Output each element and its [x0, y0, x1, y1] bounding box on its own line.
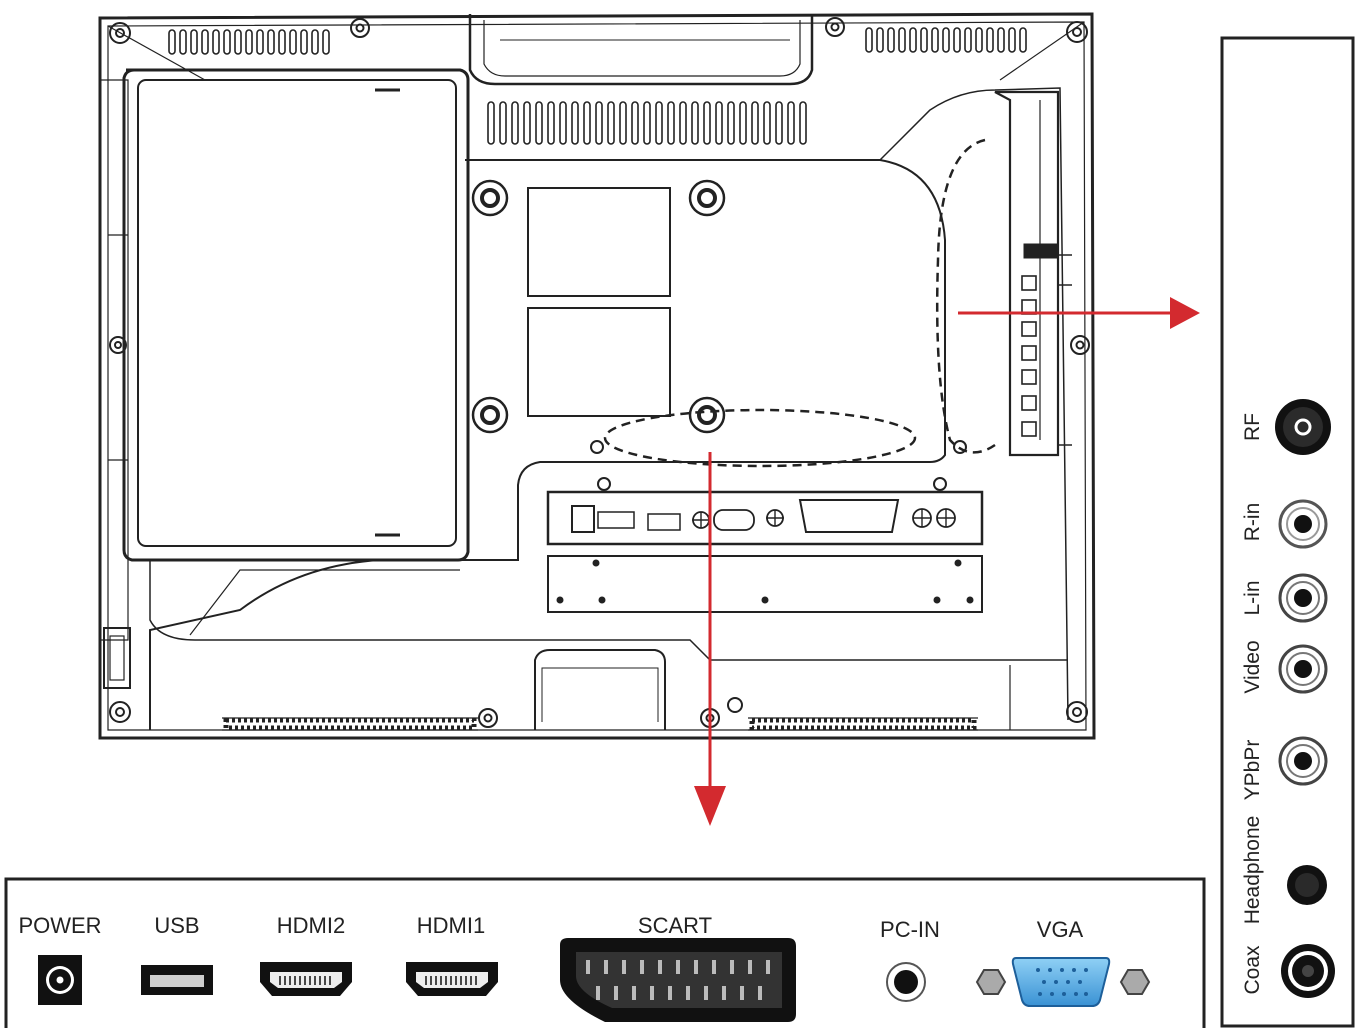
usb-port-icon: [141, 965, 213, 995]
pc-in-label: PC-IN: [880, 917, 940, 942]
headphone-label: Headphone: [1241, 816, 1264, 925]
pc-in-audio-jack-icon: [886, 962, 926, 1002]
l-in-label: L-in: [1241, 580, 1264, 615]
video-jack-icon: [1278, 644, 1328, 694]
video-label: Video: [1241, 640, 1264, 693]
side-panel-arrow: [958, 297, 1200, 329]
vent-grille-bottom: [222, 717, 978, 731]
power-jack-icon: [38, 955, 82, 1005]
scart-label: SCART: [638, 913, 712, 938]
bottom-panel-arrow: [694, 452, 726, 826]
scart-port-icon: [560, 938, 796, 1022]
headphone-jack-icon: [1287, 865, 1327, 905]
tv-back-outline: [98, 12, 1096, 740]
coax-jack-icon: [1281, 944, 1335, 998]
tv-back-left-panel: [122, 68, 470, 562]
screw-holes: [109, 17, 1090, 728]
hdmi1-label: HDMI1: [417, 913, 485, 938]
hdmi1-port-icon: [406, 962, 498, 996]
vent-grille-top-right: [865, 27, 1027, 53]
r-in-jack-icon: [1278, 499, 1328, 549]
usb-label: USB: [154, 913, 199, 938]
bottom-connector-panel: [4, 877, 1206, 1028]
power-label: POWER: [18, 913, 101, 938]
vga-label: VGA: [1037, 917, 1084, 942]
rf-jack-icon: [1275, 399, 1331, 455]
side-jack-column: [994, 90, 1072, 457]
hdmi2-label: HDMI2: [277, 913, 345, 938]
r-in-label: R-in: [1241, 503, 1264, 542]
hdmi2-port-icon: [260, 962, 352, 996]
ypbpr-label: YPbPr: [1241, 740, 1264, 801]
vga-port-icon: [975, 957, 1151, 1007]
vent-grille-center: [487, 101, 807, 145]
side-connector-panel: [1220, 36, 1355, 1028]
vesa-mount-plates: [527, 187, 671, 417]
l-in-jack-icon: [1278, 573, 1328, 623]
coax-label: Coax: [1241, 945, 1264, 995]
rear-io-bracket: [546, 477, 984, 613]
ypbpr-jack-icon: [1278, 736, 1328, 786]
highlight-dashed-areas: [603, 138, 996, 468]
rf-label: RF: [1241, 413, 1264, 441]
vent-grille-top-left: [168, 29, 330, 55]
